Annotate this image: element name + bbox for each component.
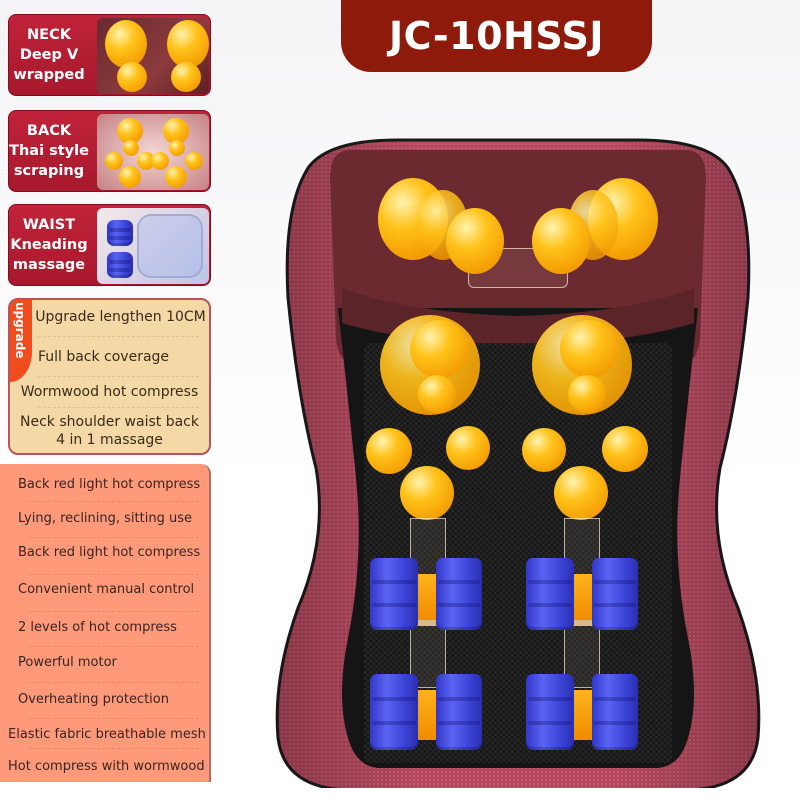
spec-list-panel: Back red light hot compress Lying, recli… <box>0 464 211 782</box>
back-node <box>554 466 608 520</box>
feature-title: WAIST <box>22 217 76 233</box>
upgrade-item: Upgrade lengthen 10CM <box>35 309 206 325</box>
spec-item: Hot compress with wormwood <box>8 759 205 774</box>
back-node <box>418 375 456 413</box>
neck-node <box>446 208 504 274</box>
back-node <box>522 428 566 472</box>
spec-item: Convenient manual control <box>18 582 195 597</box>
back-node <box>560 320 618 378</box>
feature-subtitle: massage <box>12 257 86 273</box>
kneading-roller <box>526 674 574 750</box>
spec-item: Powerful motor <box>18 655 117 670</box>
feature-card-back: BACK Thai style scraping <box>8 110 211 192</box>
back-node <box>366 428 412 474</box>
upgrade-item: Wormwood hot compress <box>20 384 199 400</box>
feature-subtitle: Thai style <box>9 143 89 159</box>
model-title: JC-10HSSJ <box>388 14 605 58</box>
back-nodes-image <box>97 114 209 190</box>
feature-title: NECK <box>27 27 71 43</box>
back-node <box>446 426 490 470</box>
spec-item: Back red light hot compress <box>18 545 201 560</box>
massager-product-image <box>268 138 768 788</box>
neck-nodes-image <box>97 18 209 94</box>
spec-item: Lying, reclining, sitting use <box>18 511 192 526</box>
spec-item: Overheating protection <box>18 692 169 707</box>
feature-subtitle: Deep V <box>19 47 79 63</box>
kneading-roller <box>436 674 482 750</box>
upgrade-panel: upgrade Upgrade lengthen 10CM Full back … <box>8 298 211 455</box>
kneading-roller <box>526 558 574 630</box>
feature-card-neck: NECK Deep V wrapped <box>8 14 211 96</box>
kneading-roller <box>592 674 638 750</box>
back-node <box>400 466 454 520</box>
back-node <box>568 375 606 413</box>
feature-subtitle: Kneading <box>10 237 88 253</box>
kneading-roller <box>370 674 418 750</box>
waist-rollers-image <box>97 208 209 284</box>
back-node <box>410 320 468 378</box>
spec-item: 2 levels of hot compress <box>18 620 177 635</box>
kneading-roller <box>436 558 482 630</box>
kneading-roller <box>592 558 638 630</box>
upgrade-item: Full back coverage <box>37 349 170 365</box>
upgrade-item: 4 in 1 massage <box>56 432 163 448</box>
back-node <box>602 426 648 472</box>
feature-card-label: NECK Deep V wrapped <box>9 25 89 85</box>
model-title-banner: JC-10HSSJ <box>341 0 652 72</box>
feature-card-label: WAIST Kneading massage <box>9 215 89 275</box>
upgrade-ribbon: upgrade <box>10 300 32 382</box>
ribbon-label: upgrade <box>13 302 27 359</box>
kneading-roller <box>370 558 418 630</box>
feature-title: BACK <box>26 123 72 139</box>
feature-subtitle: scraping <box>13 163 85 179</box>
feature-subtitle: wrapped <box>13 67 85 83</box>
neck-node <box>532 208 590 274</box>
spec-item: Elastic fabric breathable mesh <box>8 727 206 742</box>
spec-item: Back red light hot compress <box>18 477 201 492</box>
upgrade-item: Neck shoulder waist back <box>20 414 199 430</box>
feature-card-waist: WAIST Kneading massage <box>8 204 211 286</box>
feature-card-label: BACK Thai style scraping <box>9 121 89 181</box>
